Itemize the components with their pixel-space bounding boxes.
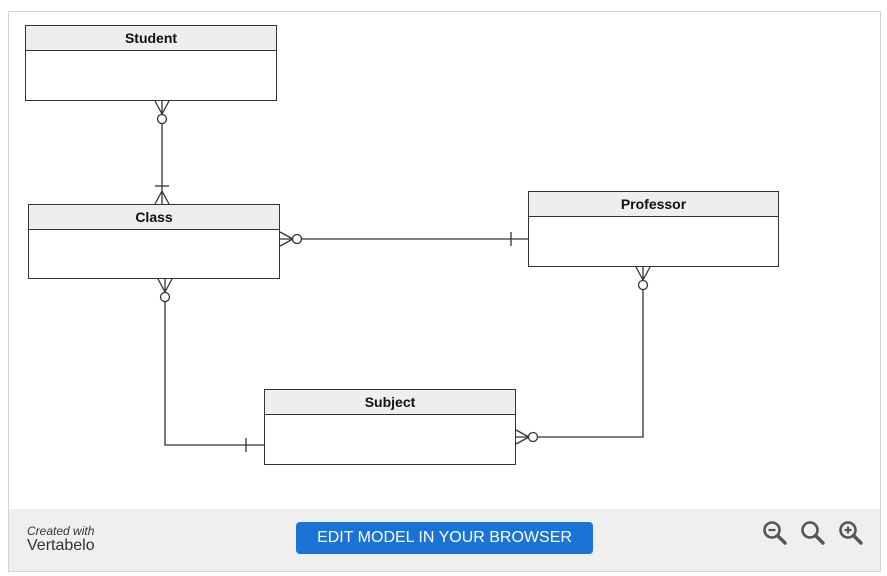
relationship-student-class[interactable] (154, 100, 170, 205)
magnifier-icon[interactable] (799, 519, 827, 547)
relationship-class-professor[interactable] (279, 231, 528, 247)
zoom-out-icon[interactable] (761, 519, 789, 547)
edit-model-button[interactable]: EDIT MODEL IN YOUR BROWSER (296, 522, 593, 554)
created-with-label: Created with (27, 524, 95, 538)
entity-student-name: Student (26, 26, 276, 51)
entity-class[interactable]: Class (28, 204, 280, 279)
entity-professor-name: Professor (529, 192, 778, 217)
relationship-professor-subject[interactable] (515, 266, 651, 445)
diagram-frame (8, 11, 881, 572)
entity-professor[interactable]: Professor (528, 191, 779, 267)
entity-student[interactable]: Student (25, 25, 277, 101)
brand-name: Vertabelo (27, 537, 95, 554)
footer-bar: Created with Vertabelo EDIT MODEL IN YOU… (9, 509, 880, 571)
entity-class-name: Class (29, 205, 279, 230)
entity-subject[interactable]: Subject (264, 389, 516, 465)
zoom-in-icon[interactable] (837, 519, 865, 547)
vertabelo-logo[interactable]: Created with Vertabelo (27, 525, 95, 554)
relationship-class-subject[interactable] (157, 278, 265, 452)
entity-subject-name: Subject (265, 390, 515, 415)
